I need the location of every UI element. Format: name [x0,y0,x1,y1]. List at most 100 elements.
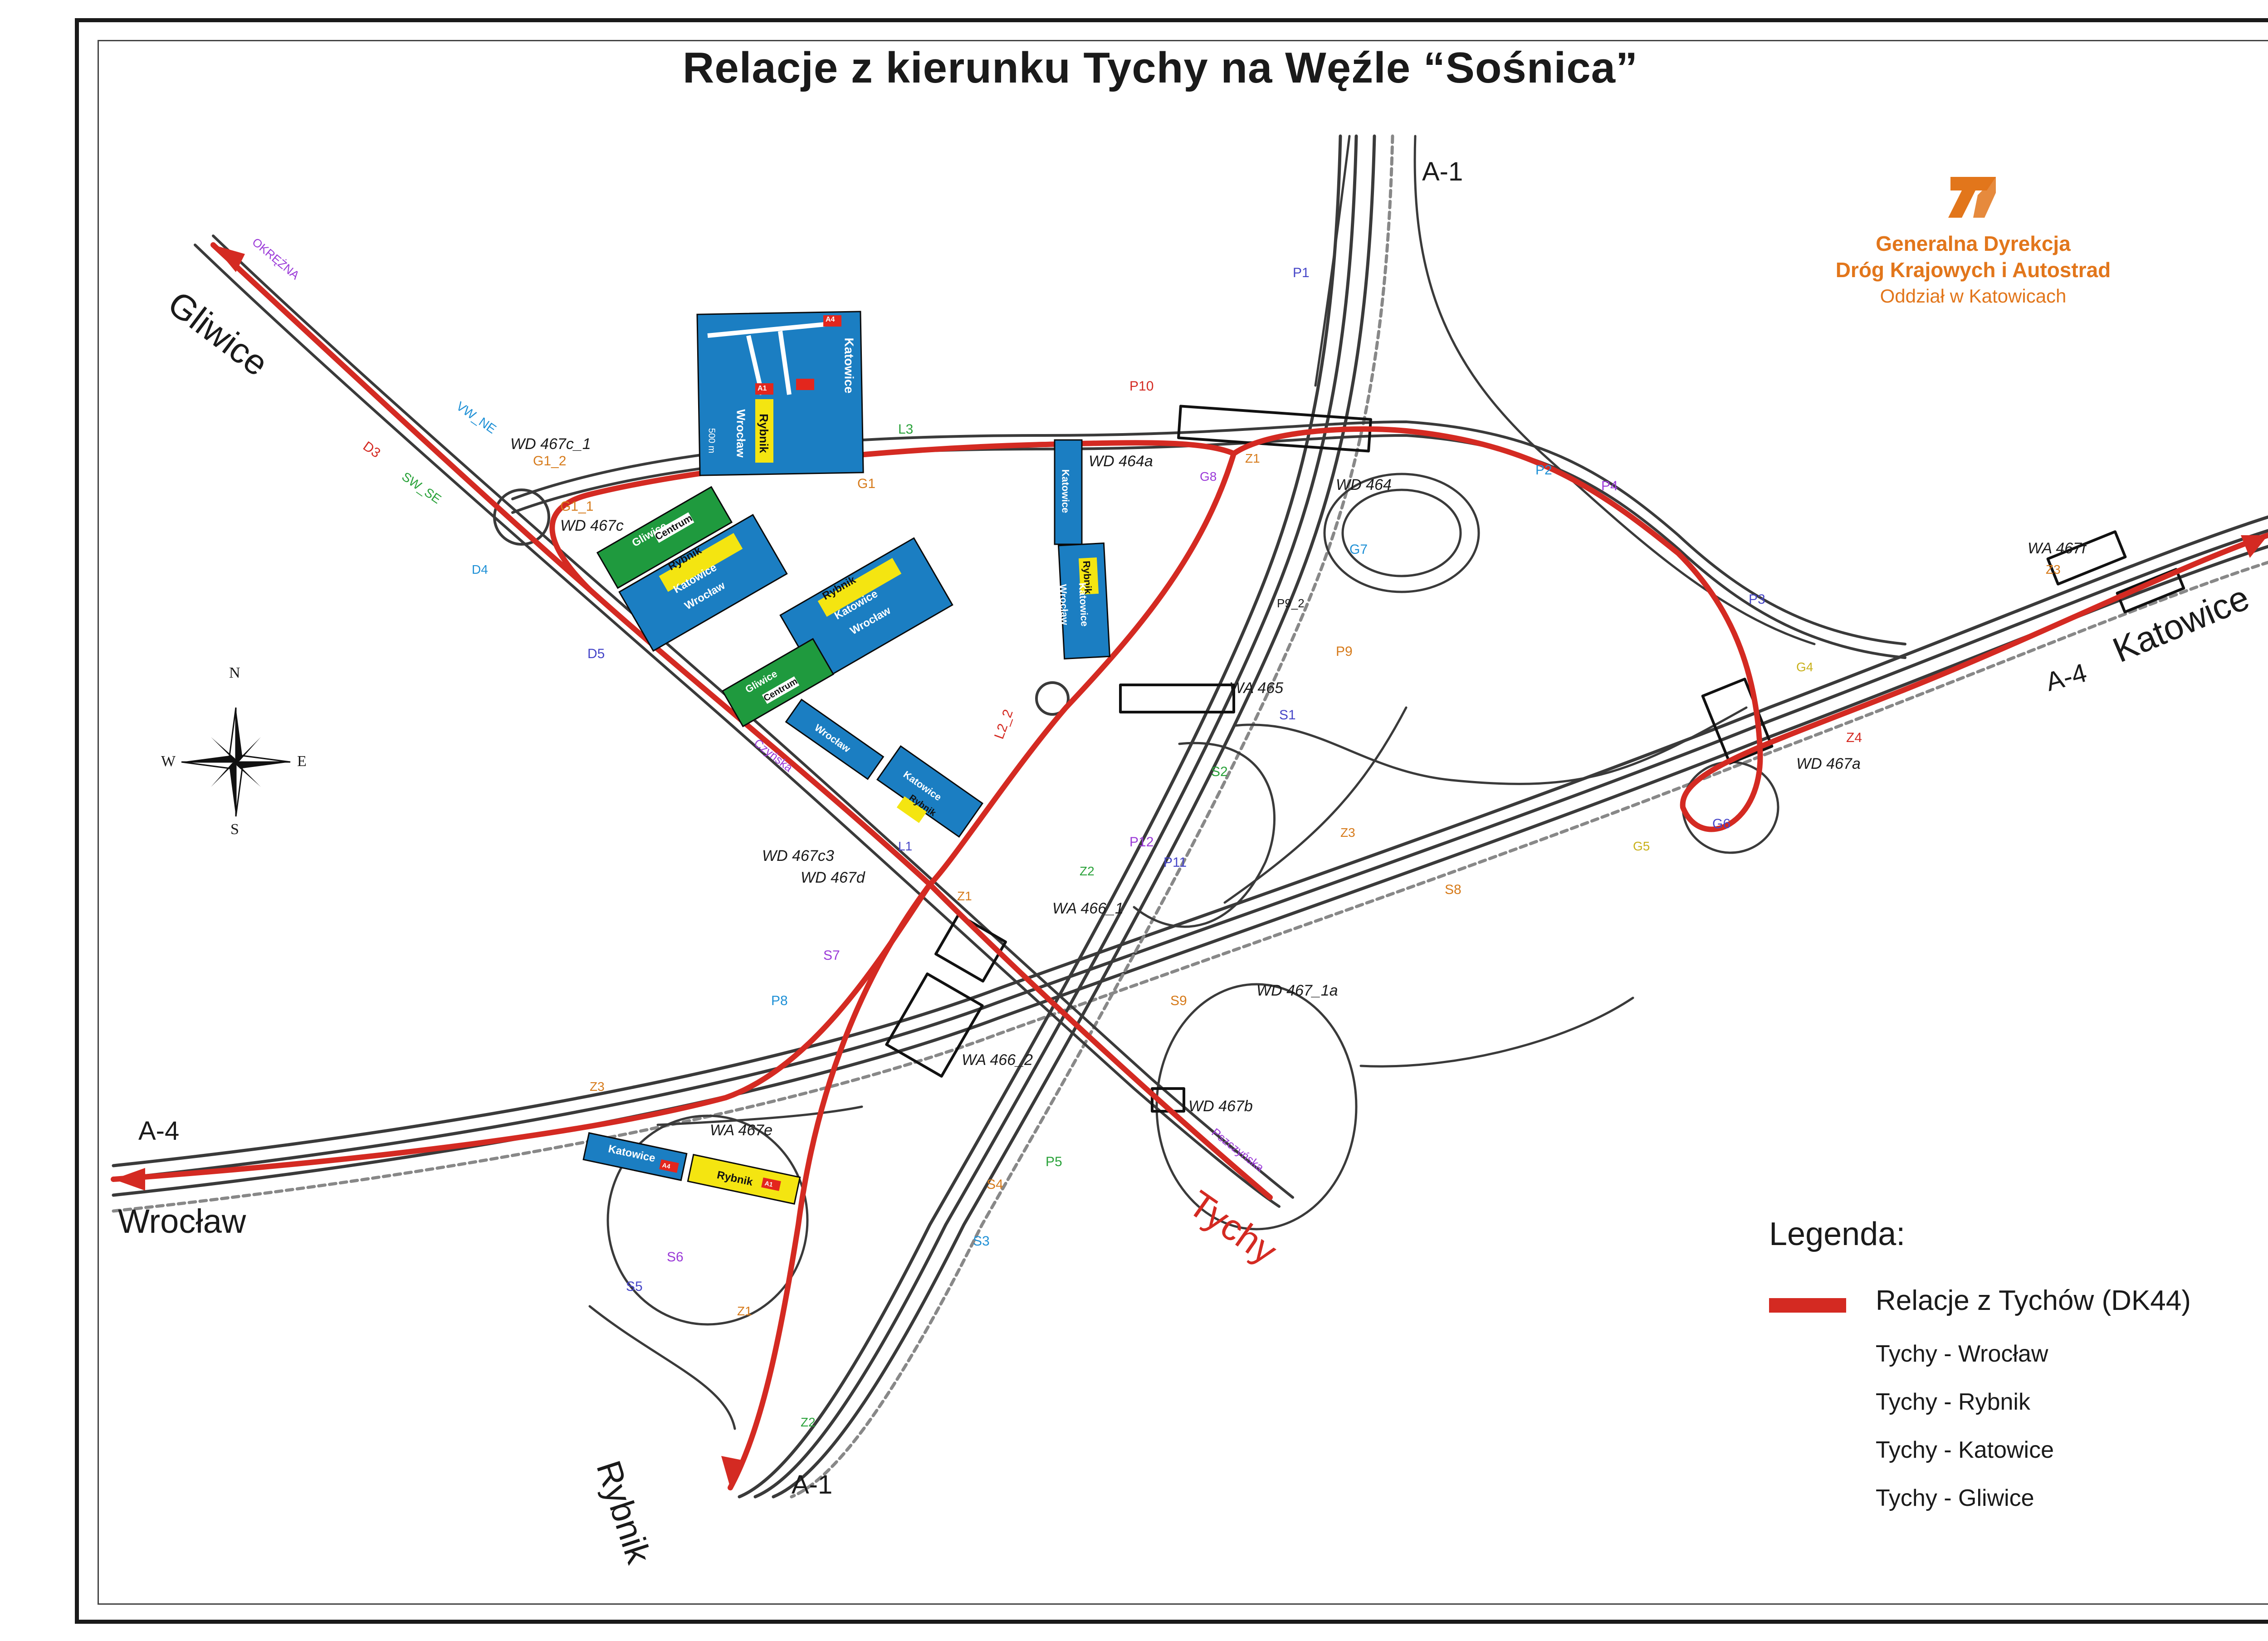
struct-wd464a: WD 464a [1089,453,1153,470]
bridge-structures [885,405,2185,1113]
ramp-z4: Z4 [1846,730,1862,745]
sign-big-tag-a1: A1 [758,385,767,392]
compass-rose: N S E W [159,664,331,844]
ramp-p12: P12 [1129,835,1154,850]
place-a1-south: A-1 [792,1470,833,1499]
legend-item: Tychy - Rybnik [1876,1389,2030,1415]
legend-title: Legenda: [1769,1216,1906,1252]
sign-big-tag-a4: A4 [826,316,835,323]
ramp-g8: G8 [1200,469,1217,484]
page-title: Relacje z kierunku Tychy na Węźle “Sośni… [683,44,1638,92]
sign-bottom-tag-a1: A1 [764,1179,774,1188]
ramp-s3: S3 [973,1234,990,1249]
inner-frame [98,40,2268,1605]
ramp-z3-mid: Z3 [1340,825,1355,840]
legend-item: Tychy - Gliwice [1876,1485,2034,1511]
gddkia-line1: Generalna Dyrekcja [1876,232,2071,255]
legend-route-row: Relacje z Tychów (DK44) [1769,1284,2268,1321]
ramp-p1: P1 [1293,265,1310,280]
ramp-g6: G6 [1712,816,1731,831]
gddkia-line3: Oddział w Katowicach [1880,285,2067,307]
ramp-p3: P3 [1749,592,1765,607]
sign-bottom-tag-a4: A4 [661,1161,671,1170]
struct-wd467c: WD 467c [560,517,624,534]
ramp-s7: S7 [823,948,840,963]
interchange-loops [588,135,1816,1430]
ramp-s1: S1 [1279,708,1296,723]
place-a1-north: A-1 [1422,157,1463,186]
struct-wa467e: WA 467e [710,1122,772,1139]
a1-motorway [738,134,1394,1499]
ramp-z1-mid: Z1 [957,889,972,903]
ramp-s2: S2 [1211,764,1228,779]
roundabout-central [1035,681,1070,716]
struct-wd467_1a: WD 467_1a [1256,982,1338,999]
compass-e: E [297,753,307,770]
place-a4-west: A-4 [138,1116,180,1146]
sign-big-wroclaw: Wrocław [734,409,748,458]
ramp-s4: S4 [987,1177,1003,1192]
route-arrows [113,245,2268,1488]
legend-item: Tychy - Wrocław [1876,1341,2048,1367]
ramp-p5: P5 [1046,1154,1062,1169]
sign-blue6-katowice: Katowice [1076,582,1090,627]
ramp-d4: D4 [472,562,488,576]
struct-wd467a: WD 467a [1796,755,1861,772]
ramp-p9: P9 [1336,644,1353,659]
struct-wd467c_1: WD 467c_1 [510,435,591,453]
ramp-g7: G7 [1349,542,1368,557]
sign-big-distance: 500 m [706,428,717,454]
struct-wa465: WA 465 [1229,679,1284,697]
compass-s: S [230,821,239,838]
legend-route-swatch [1769,1298,1846,1313]
ramp-g1_1: G1_1 [560,499,594,514]
ramp-l1: L1 [898,839,913,853]
ramp-l3: L3 [898,422,914,437]
ramp-g1_2: G1_2 [533,454,567,469]
ramp-p2: P2 [1535,463,1552,478]
ramp-s9: S9 [1170,993,1187,1008]
ramp-z2: Z2 [1080,864,1095,878]
struct-wd467c3: WD 467c3 [762,847,834,864]
ramp-s5: S5 [626,1279,643,1294]
struct-wd464: WD 464 [1336,476,1392,493]
ramp-s8: S8 [1445,882,1461,897]
ramp-g5: G5 [1633,839,1650,853]
ramp-p10: P10 [1129,379,1154,394]
gddkia-line2: Dróg Krajowych i Autostrad [1835,258,2111,282]
ramp-s6: S6 [667,1250,684,1265]
struct-wa466_2: WA 466_2 [962,1051,1033,1069]
legend: Legenda: Relacje z Tychów (DK44) Tychy -… [1769,1216,2268,1522]
outer-frame [75,18,2268,1624]
compass-w: W [161,753,176,770]
ramp-z1-bottom: Z1 [737,1304,752,1318]
sign-blue5-katowice: Katowice [1060,469,1071,513]
sign-blue6-wroclaw: Wrocław [1057,584,1071,625]
legend-item: Tychy - Katowice [1876,1437,2054,1463]
struct-wa466_1: WA 466_1 [1052,900,1124,917]
ramp-z2-bottom: Z2 [801,1415,816,1429]
ramp-p9_2: P9_2 [1277,596,1305,610]
ramp-z1-top: Z1 [1245,451,1260,465]
ramp-d5: D5 [587,646,605,661]
sign-big-katowice: Katowice [842,337,856,394]
legend-route-label: Relacje z Tychów (DK44) [1876,1285,2191,1316]
ramp-z3-west: Z3 [590,1079,605,1094]
ramp-z3-east: Z3 [2046,562,2061,576]
struct-wd467d: WD 467d [801,869,865,886]
ramp-p11: P11 [1163,855,1187,870]
sign-big-rybnik: Rybnik [757,414,771,453]
struct-wa467f: WA 467f [2028,540,2086,557]
ramp-p4: P4 [1601,479,1618,493]
ramp-p8: P8 [771,993,788,1008]
gddkia-logo-icon [1948,177,1996,218]
ramp-g4: G4 [1796,660,1813,674]
compass-n: N [229,664,240,681]
ramp-g1: G1 [857,476,876,491]
compass-star-icon [181,707,291,817]
roundabout-west [493,488,550,546]
struct-wd467b: WD 467b [1188,1098,1253,1115]
place-wroclaw: Wrocław [118,1202,246,1240]
